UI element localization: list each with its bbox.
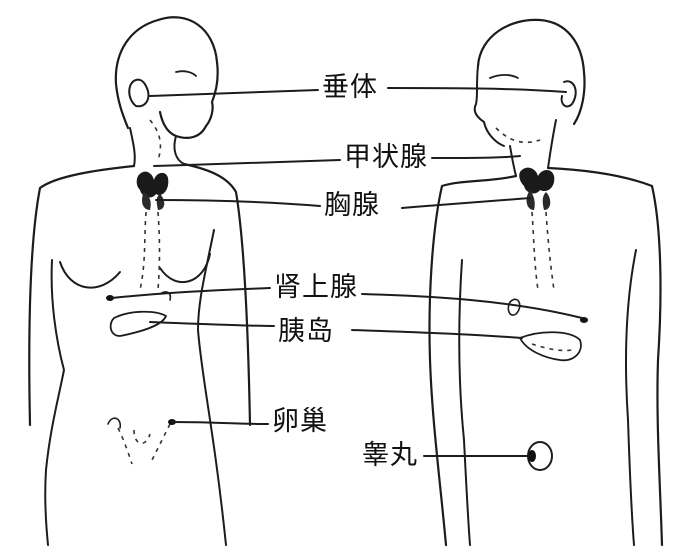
label-ovary: 卵巢 [272,408,328,435]
label-testis: 睾丸 [362,442,418,469]
label-thyroid: 甲状腺 [344,144,428,171]
male-figure [430,20,663,545]
label-thymus: 胸腺 [324,192,380,219]
label-pituitary: 垂体 [322,74,378,101]
female-figure [29,17,250,545]
label-pancreatic-islets: 胰岛 [278,318,334,345]
label-adrenal: 肾上腺 [274,274,358,301]
